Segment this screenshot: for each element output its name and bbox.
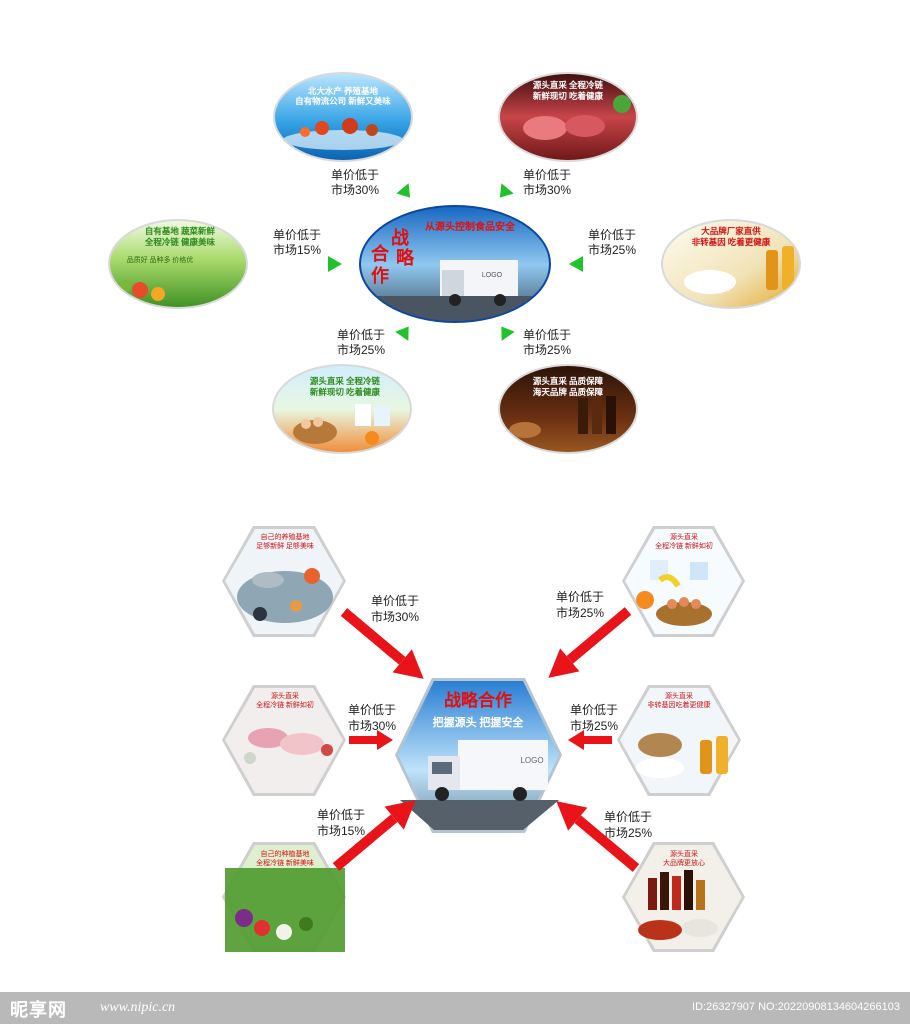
top-node-rice-oil: 大品牌厂家直供 非转基因 吃着更健康 [661, 219, 801, 309]
bottom-seafood-caption-2: 足够新鲜 足够美味 [256, 541, 314, 550]
bottom-label-fruit-2: 市场25% [556, 605, 604, 620]
top-center-title-1: 战 [391, 228, 409, 248]
top-label-meat-1: 单价低于 [523, 168, 571, 182]
top-label-rice-2: 市场25% [588, 242, 636, 257]
bottom-arrow-vegetable [332, 800, 416, 871]
bottom-vegetable-caption-1: 自己的种植基地 [261, 849, 310, 858]
top-arrow-vegetable [268, 256, 342, 272]
bottom-node-seafood: 自己的养殖基地 足够新鲜 足够美味 [222, 526, 346, 637]
top-label-seasoning-2: 市场25% [523, 342, 571, 357]
image-id: ID:26327907 NO:20220908134604266103 [692, 1001, 900, 1013]
bottom-seafood-caption-1: 自己的养殖基地 [261, 532, 310, 541]
top-node-seafood: 北大水产 养殖基地 自有物流公司 新鲜又美味 [273, 72, 413, 162]
top-meat-caption-1: 源头直采 全程冷链 [533, 80, 604, 90]
top-node-vegetable: 自有基地 蔬菜新鲜 全程冷链 健康美味 品质好 品种多 价格优 [108, 219, 248, 309]
top-center-title-3: 合 [371, 243, 390, 264]
bottom-label-seafood-1: 单价低于 [371, 594, 419, 608]
top-diagram: 北大水产 养殖基地 自有物流公司 新鲜又美味 源头直采 全程冷链 新鲜现切 吃着… [108, 72, 801, 454]
bottom-diagram: 自己的养殖基地 足够新鲜 足够美味 源头直采 全程冷链 新鲜如初 源头直采 全程… [222, 526, 745, 952]
top-label-seafood-2: 市场30% [331, 182, 379, 197]
bottom-truck-logo: LOGO [520, 756, 543, 765]
top-label-eggs-1: 单价低于 [337, 328, 385, 342]
top-vegetable-caption-2: 全程冷链 健康美味 [144, 237, 216, 247]
top-center-node: 战 略 合 作 从源头控制食品安全 LOGO [359, 205, 551, 323]
bottom-node-vegetable: 自己的种植基地 全程冷链 新鲜美味 [222, 842, 346, 952]
bottom-center-node: 战略合作 把握源头 把握安全 LOGO [395, 678, 562, 833]
bottom-vegetable-caption-2: 全程冷链 新鲜美味 [256, 858, 314, 867]
bottom-labels: 单价低于 市场30% 单价低于 市场25% 单价低于 市场30% 单价低于 市场… [317, 590, 652, 840]
top-rice-caption-2: 非转基因 吃着更健康 [692, 237, 771, 247]
watermark-footer: 昵享网 www.nipic.cn ID:26327907 NO:20220908… [0, 992, 910, 1024]
top-vegetable-caption-1: 自有基地 蔬菜新鲜 [145, 226, 216, 236]
bottom-label-seasoning-2: 市场25% [604, 825, 652, 840]
bottom-label-rice-2: 市场25% [570, 718, 618, 733]
top-center-slogan: 从源头控制食品安全 [425, 220, 516, 233]
top-rice-caption-1: 大品牌厂家直供 [701, 226, 761, 236]
bottom-arrow-seafood [340, 608, 424, 679]
top-label-vegetable-2: 市场15% [273, 242, 321, 257]
bottom-fruit-caption-2: 全程冷链 新鲜如初 [655, 541, 713, 550]
bottom-rice-caption-1: 源头直采 [665, 691, 693, 700]
top-seafood-caption-1: 北大水产 养殖基地 [308, 86, 379, 96]
top-arrow-seafood [385, 168, 411, 198]
top-node-eggs-milk: 源头直采 全程冷链 新鲜现切 吃着健康 [272, 364, 412, 454]
bottom-center-title: 战略合作 [444, 690, 512, 710]
bottom-seasoning-caption-1: 源头直采 [670, 849, 698, 858]
site-logo: 昵享网 [10, 1000, 67, 1021]
top-label-seafood-1: 单价低于 [331, 168, 379, 182]
top-arrow-eggs [385, 326, 409, 358]
top-label-eggs-2: 市场25% [337, 342, 385, 357]
top-center-title-2: 略 [396, 247, 415, 268]
top-truck-logo: LOGO [482, 272, 503, 279]
top-eggs-caption-1: 源头直采 全程冷链 [310, 376, 381, 386]
bottom-seasoning-caption-2: 大品牌更放心 [663, 858, 705, 867]
top-label-seasoning-1: 单价低于 [523, 328, 571, 342]
top-center-title-4: 作 [371, 265, 389, 286]
top-label-meat-2: 市场30% [523, 182, 571, 197]
bottom-label-meat-2: 市场30% [348, 718, 396, 733]
bottom-label-vegetable-2: 市场15% [317, 823, 365, 838]
bottom-arrow-seasoning [556, 801, 640, 872]
top-labels: 单价低于 市场30% 单价低于 市场30% 单价低于 市场15% 单价低于 市场… [273, 168, 636, 357]
bottom-label-vegetable-1: 单价低于 [317, 808, 365, 822]
top-node-seasoning: 源头直采 品质保障 海天品牌 品质保障 [498, 364, 638, 454]
site-url: www.nipic.cn [100, 1000, 176, 1015]
bottom-arrow-rice [568, 730, 612, 750]
bottom-meat-caption-1: 源头直采 [271, 691, 299, 700]
top-arrow-rice [569, 256, 643, 272]
bottom-label-fruit-1: 单价低于 [556, 590, 604, 604]
bottom-node-seasoning: 源头直采 大品牌更放心 [622, 842, 745, 952]
top-seasoning-caption-1: 源头直采 品质保障 [533, 376, 604, 386]
top-label-vegetable-1: 单价低于 [273, 228, 321, 242]
bottom-label-meat-1: 单价低于 [348, 703, 396, 717]
bottom-node-fruit-eggs: 源头直采 全程冷链 新鲜如初 [622, 526, 745, 637]
bottom-rice-caption-2: 非转基因吃着更健康 [648, 700, 711, 709]
top-node-meat: 源头直采 全程冷链 新鲜现切 吃着健康 [498, 72, 638, 162]
top-label-rice-1: 单价低于 [588, 228, 636, 242]
bottom-arrow-fruit [548, 607, 632, 678]
top-eggs-caption-2: 新鲜现切 吃着健康 [310, 387, 381, 397]
top-seafood-caption-2: 自有物流公司 新鲜又美味 [295, 96, 391, 106]
bottom-meat-caption-2: 全程冷链 新鲜如初 [256, 700, 314, 709]
top-vegetable-caption-3: 品质好 品种多 价格优 [127, 255, 194, 264]
bottom-label-rice-1: 单价低于 [570, 703, 618, 717]
bottom-node-rice-oil: 源头直采 非转基因吃着更健康 [617, 685, 741, 796]
bottom-label-seasoning-1: 单价低于 [604, 810, 652, 824]
top-meat-caption-2: 新鲜现切 吃着健康 [533, 91, 604, 101]
top-seasoning-caption-2: 海天品牌 品质保障 [533, 387, 604, 397]
bottom-arrow-meat [349, 730, 393, 750]
bottom-fruit-caption-1: 源头直采 [670, 532, 698, 541]
bottom-node-meat: 源头直采 全程冷链 新鲜如初 [222, 685, 346, 796]
bottom-arrows [332, 607, 640, 872]
bottom-label-seafood-2: 市场30% [371, 609, 419, 624]
bottom-center-slogan: 把握源头 把握安全 [433, 715, 525, 729]
